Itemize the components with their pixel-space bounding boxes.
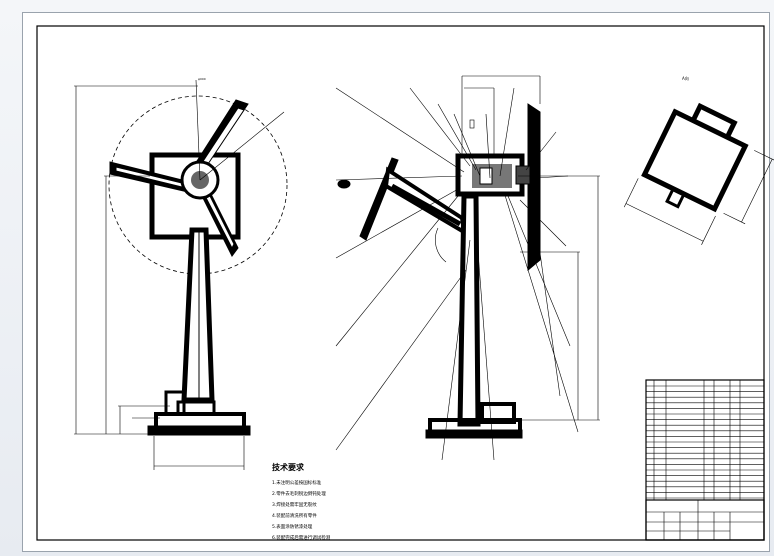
tech-req-2: 2.零件去毛刺锐边倒钝处理 [272,490,326,497]
tech-title: 技术要求 [272,462,305,472]
tech-req-4: 4.装配前清洗所有零件 [272,512,317,519]
drawing-sheet[interactable] [22,12,770,552]
rotor-disc [527,103,541,272]
detail-handle [690,102,738,139]
tech-req-1: 1.未注明公差按国标标准 [272,479,322,486]
tail-boom [383,166,467,236]
tech-req-5: 5.表面涂防锈漆处理 [272,523,313,530]
side-tower [457,193,481,427]
title-block [645,379,765,541]
tech-req-3: 3.焊接处需牢固无裂纹 [272,501,317,508]
detail-view [623,102,774,245]
tower [181,227,215,403]
inner-frame [36,25,765,541]
tech-requirements: 技术要求 1.未注明公差按国标标准 2.零件去毛刺锐边倒钝处理 3.焊接处需牢固… [272,462,331,541]
side-view [335,75,600,461]
parts-list-rows [646,385,764,499]
front-view: φ000 [74,77,288,470]
rotor-circle [108,95,288,275]
tech-req-6: 6.装配完成后需进行调试检测 [272,534,331,541]
svg-text:A向: A向 [682,75,689,81]
tail-vane [359,157,399,241]
svg-text:φ000: φ000 [198,77,206,81]
